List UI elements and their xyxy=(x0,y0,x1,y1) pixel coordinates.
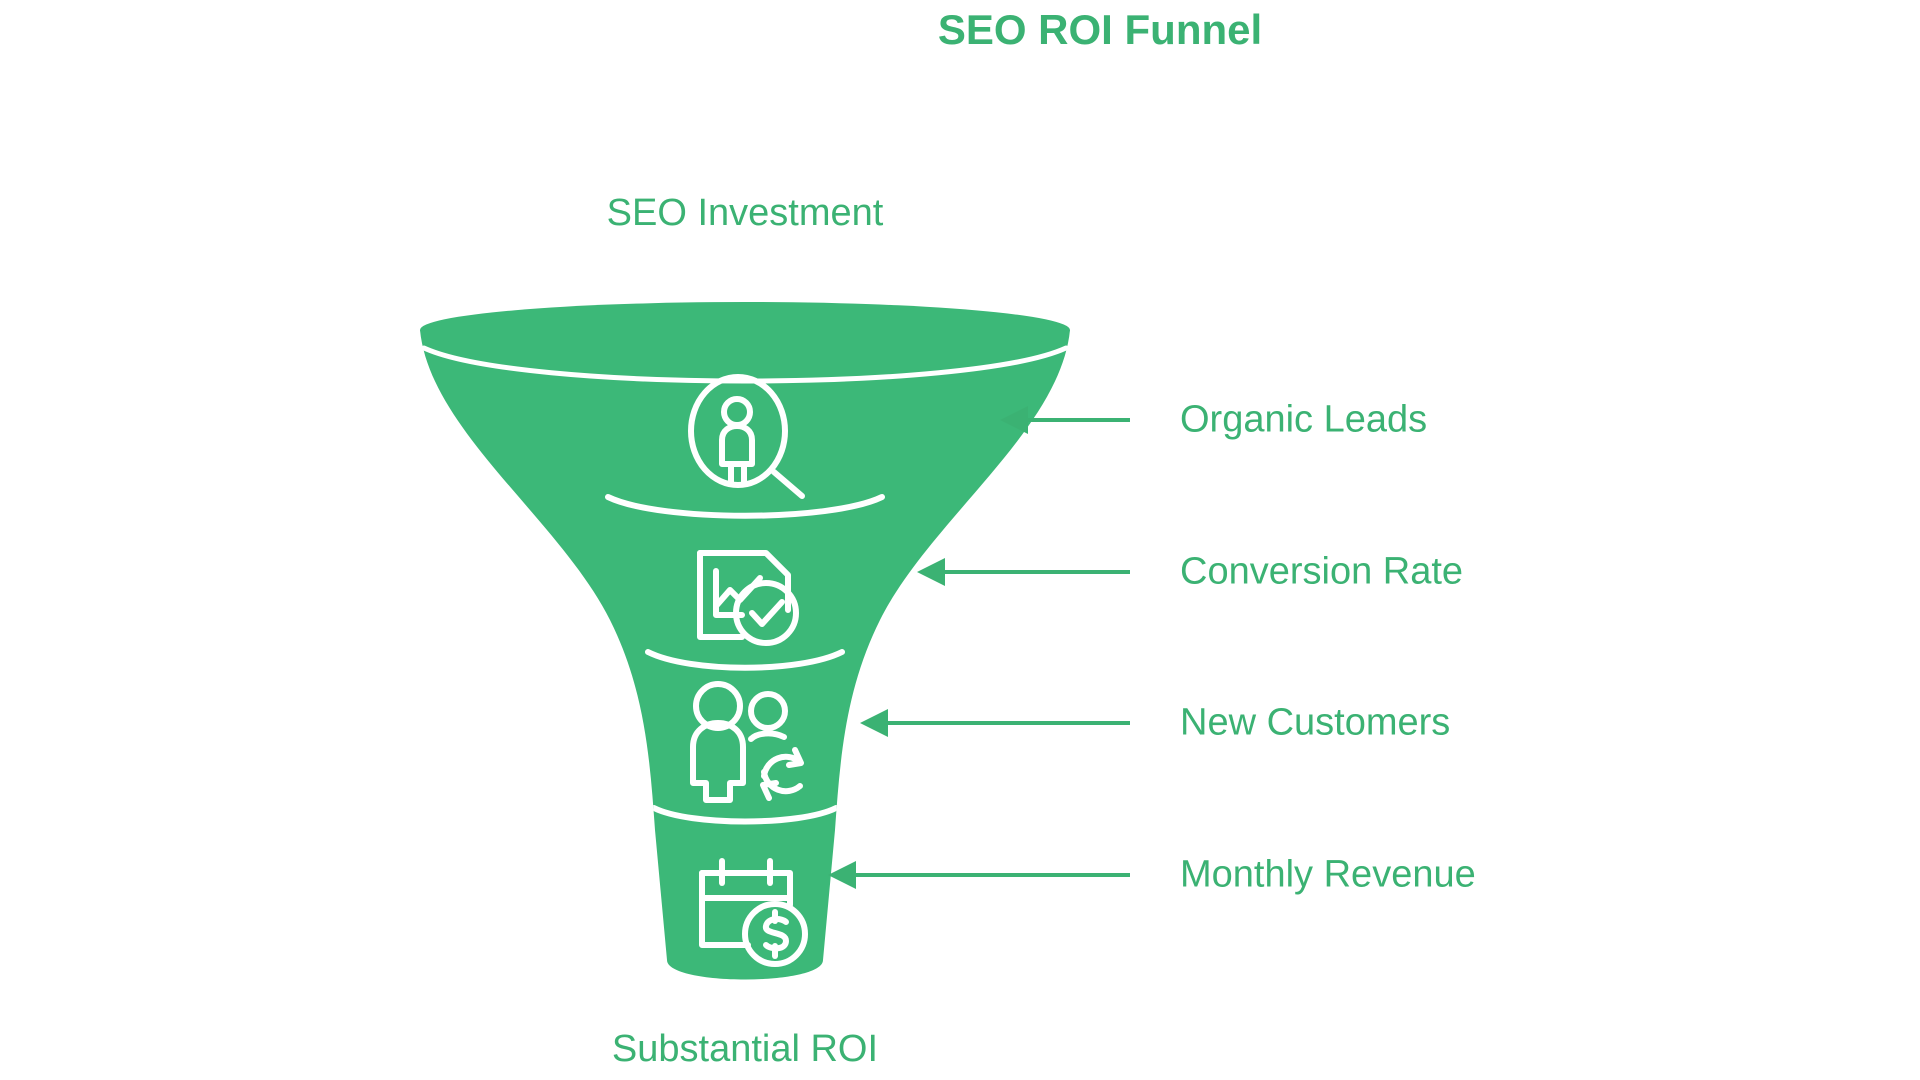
funnel-top-label: SEO Investment xyxy=(606,192,884,234)
funnel-top-rim xyxy=(420,302,1070,358)
funnel-divider-1 xyxy=(605,494,885,519)
person-search-icon xyxy=(688,374,805,499)
arrow-new-customers xyxy=(860,709,1130,737)
funnel-bottom-label: Substantial ROI xyxy=(611,1028,879,1070)
users-refresh-icon xyxy=(690,681,804,803)
callout-arrows xyxy=(828,406,1130,889)
arrow-organic-leads xyxy=(1000,406,1130,434)
page-title: SEO ROI Funnel xyxy=(937,6,1263,53)
stage-label-organic-leads: Organic Leads xyxy=(1180,398,1428,441)
stage-label-conversion-rate: Conversion Rate xyxy=(1180,550,1464,593)
funnel-divider-3 xyxy=(651,805,839,825)
arrow-monthly-revenue xyxy=(828,861,1130,889)
arrow-conversion-rate xyxy=(917,558,1130,586)
funnel-rim-divider xyxy=(421,345,1069,384)
stage-label-monthly-revenue: Monthly Revenue xyxy=(1180,853,1476,896)
funnel-divider-2 xyxy=(645,649,845,671)
document-chart-check-icon xyxy=(697,550,799,646)
calendar-dollar-icon xyxy=(699,858,808,967)
stage-label-new-customers: New Customers xyxy=(1180,701,1451,744)
funnel-cone-shape xyxy=(420,330,1070,980)
funnel-body xyxy=(420,302,1070,980)
